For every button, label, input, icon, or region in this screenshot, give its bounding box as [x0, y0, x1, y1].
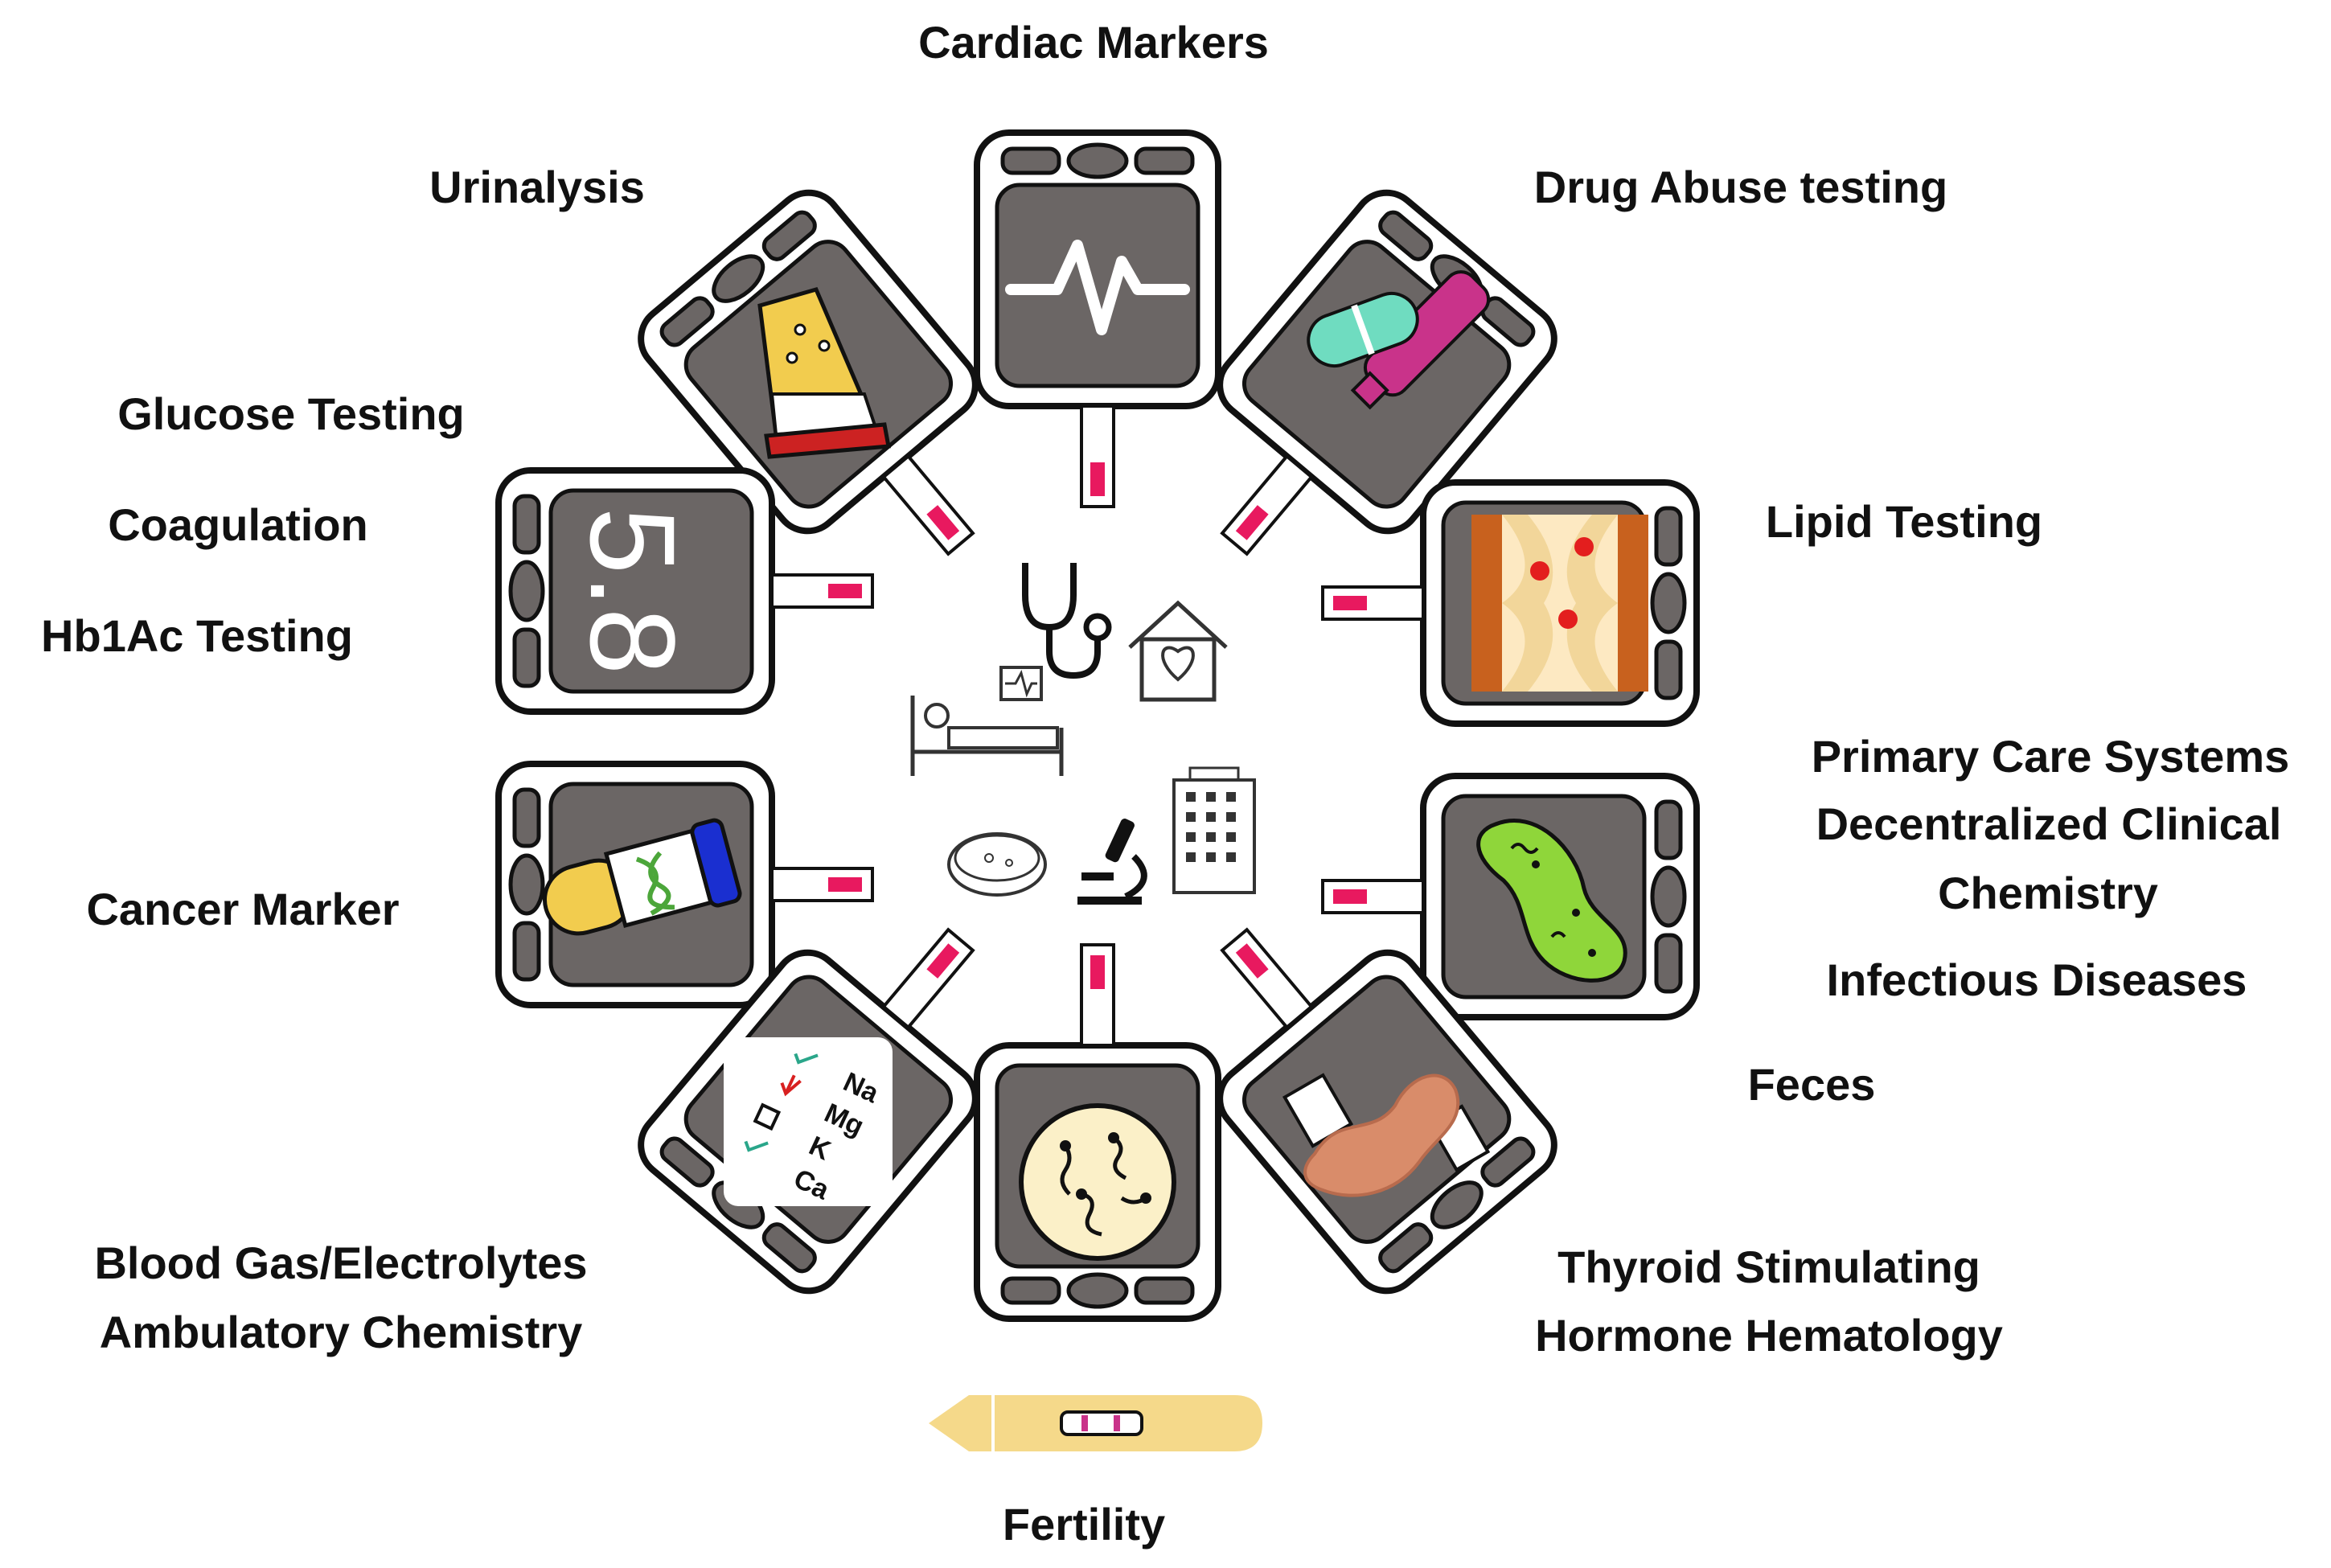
label-glucose: Glucose Testing	[117, 388, 464, 439]
label-cancer: Cancer Marker	[86, 884, 399, 934]
label-blood-gas: Blood Gas/Electrolytes	[94, 1238, 587, 1288]
fertility-device	[977, 945, 1218, 1319]
label-feces: Feces	[1748, 1059, 1876, 1110]
glucose-reading: 5.8	[565, 507, 700, 675]
electrolytes-device: Na Mg K Ca	[628, 863, 1053, 1304]
stool-sample-icon	[1282, 1073, 1491, 1197]
home-heart-icon	[1128, 600, 1228, 702]
cancer-device	[499, 764, 872, 1005]
label-fertility: Fertility	[1003, 1499, 1165, 1550]
cardiac-device	[977, 133, 1218, 507]
lipid-device	[1323, 482, 1697, 724]
petri-dish-icon	[1019, 1103, 1176, 1261]
fertility-test-stick	[929, 1395, 1262, 1451]
urine-cup-icon	[757, 286, 891, 459]
feces-device	[1139, 863, 1568, 1307]
petri-dish-center-icon	[947, 832, 1047, 897]
hospital-bed-icon	[910, 666, 1064, 776]
label-lipid: Lipid Testing	[1766, 496, 2042, 547]
label-decentralized: Decentralized Clinical	[1816, 798, 2282, 849]
label-coagulation: Coagulation	[108, 499, 368, 550]
label-ambulatory: Ambulatory Chemistry	[100, 1307, 583, 1357]
label-infectious: Infectious Diseases	[1827, 954, 2247, 1005]
label-urinalysis: Urinalysis	[429, 162, 645, 212]
label-primary-care: Primary Care Systems	[1812, 731, 2290, 782]
stethoscope-icon	[1022, 563, 1112, 679]
microscope-icon	[1077, 819, 1147, 905]
urinalysis-device	[628, 179, 1053, 621]
building-icon	[1172, 766, 1256, 894]
drug-abuse-device	[1137, 170, 1572, 621]
tube-icon	[542, 818, 742, 936]
blood-vessel-icon	[1471, 515, 1648, 692]
infectious-device	[1323, 776, 1697, 1017]
label-hb1ac: Hb1Ac Testing	[41, 610, 353, 661]
label-thyroid: Thyroid Stimulating	[1557, 1242, 1980, 1292]
ecg-icon	[1005, 240, 1190, 335]
label-cardiac: Cardiac Markers	[918, 17, 1269, 68]
glucose-device: 5.8	[499, 470, 872, 712]
pill-bottle-icon	[1307, 270, 1491, 410]
bacteria-icon	[1476, 819, 1627, 983]
label-chemistry: Chemistry	[1938, 868, 2158, 918]
label-drug: Drug Abuse testing	[1534, 162, 1947, 212]
label-hormone: Hormone Hematology	[1535, 1310, 2003, 1361]
checklist-icon: Na Mg K Ca	[724, 1037, 893, 1206]
